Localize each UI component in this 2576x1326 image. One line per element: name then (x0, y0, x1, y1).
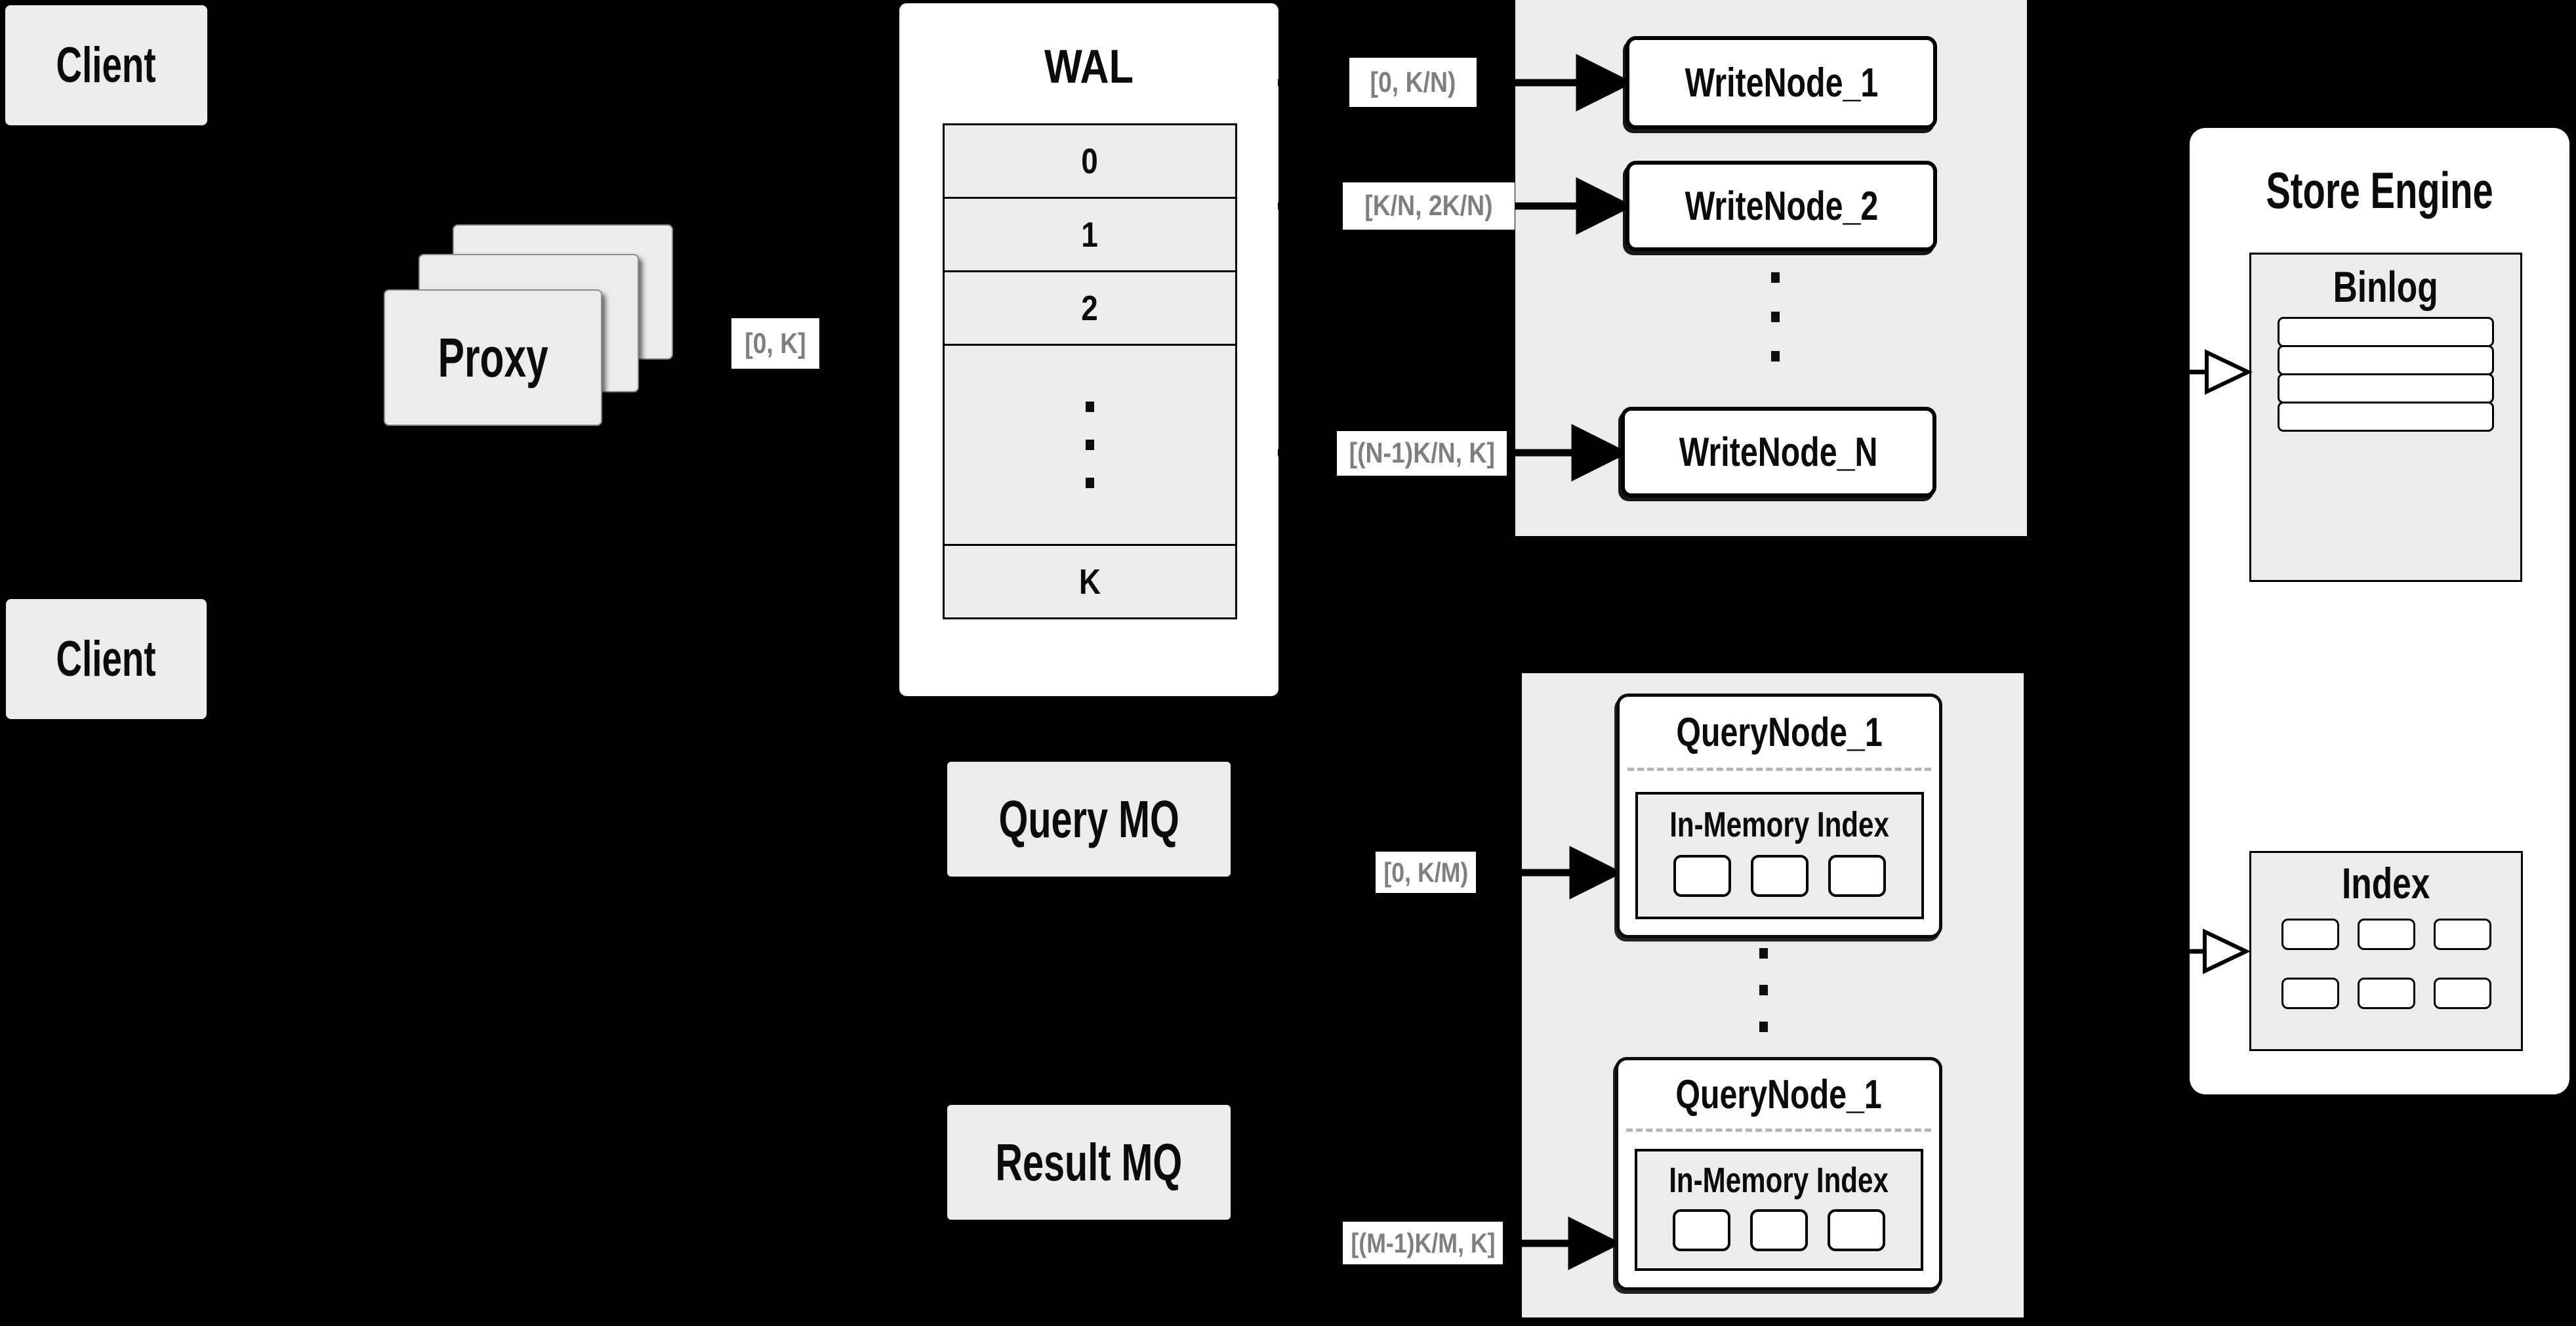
write-range-1-label: [0, K/N) (1370, 66, 1456, 98)
wal-row-2-label: 2 (1081, 288, 1099, 328)
inmemory-index-2-title-row: In-Memory Index (1637, 1151, 1921, 1209)
memory-segment (1750, 855, 1809, 897)
ellipsis-dot (1771, 272, 1780, 283)
write-node-2-label: WriteNode_2 (1685, 183, 1878, 229)
inmemory-index-1-box: In-Memory Index (1635, 792, 1924, 919)
ellipsis-dot (1086, 402, 1094, 412)
write-range-n-label: [(N‑1)K/N, K] (1349, 437, 1495, 469)
binlog-row (2278, 317, 2494, 347)
query-range-1-box: [0, K/M) (1376, 852, 1476, 893)
query-node-ellipsis (1759, 948, 1768, 1032)
write-range-2-box: [K/N, 2K/N) (1343, 182, 1515, 230)
write-node-ellipsis (1771, 272, 1780, 362)
inmemory-index-2-cells (1637, 1209, 1921, 1251)
write-node-1-box: WriteNode_1 (1625, 36, 1937, 129)
wal-row-k: K (943, 544, 1237, 619)
write-node-n-box: WriteNode_N (1621, 407, 1936, 497)
wal-shard-table: 0 1 2 K (943, 123, 1237, 619)
index-cell-row (2251, 978, 2521, 1009)
proxy-label: Proxy (438, 326, 548, 388)
query-node-1-label: QueryNode_1 (1676, 709, 1883, 755)
index-segment (2281, 919, 2339, 950)
wal-title: WAL (1044, 41, 1134, 93)
index-cell-row (2251, 919, 2521, 950)
write-range-1-box: [0, K/N) (1349, 58, 1477, 107)
query-node-1-box: QueryNode_1 In-Memory Index (1616, 694, 1942, 938)
index-box: Index (2249, 851, 2523, 1051)
binlog-row (2278, 345, 2494, 375)
proxy-range-label-box: [0, K] (731, 318, 819, 369)
result-mq-box: Result MQ (947, 1105, 1231, 1220)
index-title: Index (2342, 859, 2430, 907)
wal-box: WAL 0 1 2 K (897, 1, 1280, 698)
write-range-n-box: [(N‑1)K/N, K] (1337, 431, 1507, 476)
binlog-row (2278, 402, 2494, 432)
query-node-2-label: QueryNode_1 (1675, 1071, 1882, 1117)
query-mq-label: Query MQ (998, 789, 1179, 848)
memory-segment (1672, 1209, 1730, 1251)
ellipsis-dot (1759, 1022, 1768, 1032)
ellipsis-dot (1759, 985, 1768, 995)
inmemory-index-1-label: In-Memory Index (1669, 805, 1889, 844)
memory-segment (1827, 1209, 1885, 1251)
binlog-box: Binlog (2249, 253, 2522, 582)
inmemory-index-1-cells (1638, 855, 1921, 897)
index-segment (2357, 978, 2415, 1009)
client-box-bottom: Client (6, 599, 207, 719)
binlog-row (2278, 373, 2494, 404)
query-mq-box: Query MQ (947, 762, 1231, 877)
client-top-label: Client (56, 37, 157, 93)
memory-segment (1828, 855, 1886, 897)
result-mq-label: Result MQ (995, 1132, 1183, 1191)
store-engine-box: Store Engine Binlog Index (2190, 128, 2569, 1094)
ellipsis-dot (1759, 948, 1768, 959)
query-node-1-divider (1627, 768, 1931, 771)
inmemory-index-2-label: In-Memory Index (1669, 1161, 1889, 1200)
index-segment (2433, 978, 2491, 1009)
query-node-2-divider (1626, 1129, 1931, 1132)
wal-row-ellipsis (943, 344, 1237, 546)
query-range-2-box: [(M‑1)K/M, K] (1343, 1222, 1503, 1264)
wal-row-0: 0 (943, 123, 1237, 199)
write-range-2-label: [K/N, 2K/N) (1364, 190, 1493, 222)
proxy-box: Proxy (384, 289, 602, 426)
query-node-2-box: QueryNode_1 In-Memory Index (1615, 1057, 1942, 1291)
store-engine-title: Store Engine (2266, 161, 2493, 219)
index-segment (2281, 978, 2339, 1009)
wal-row-0-label: 0 (1081, 141, 1099, 181)
inmemory-index-2-box: In-Memory Index (1634, 1149, 1923, 1271)
client-box-top: Client (5, 5, 207, 125)
store-engine-title-row: Store Engine (2190, 157, 2569, 223)
query-node-2-title-row: QueryNode_1 (1618, 1060, 1939, 1129)
ellipsis-dot (1771, 351, 1780, 362)
wal-title-row: WAL (899, 37, 1278, 96)
query-range-1-label: [0, K/M) (1383, 856, 1468, 888)
ellipsis-dot (1771, 312, 1780, 322)
ellipsis-dot (1086, 478, 1094, 488)
write-node-2-box: WriteNode_2 (1625, 161, 1937, 251)
wal-row-2: 2 (943, 270, 1237, 346)
binlog-rows (2251, 317, 2520, 432)
wal-row-k-label: K (1078, 562, 1101, 602)
query-node-1-title-row: QueryNode_1 (1620, 697, 1939, 768)
wal-row-1: 1 (943, 197, 1237, 272)
binlog-title: Binlog (2333, 262, 2439, 311)
proxy-range-label: [0, K] (745, 327, 806, 360)
query-range-2-label: [(M‑1)K/M, K] (1350, 1227, 1496, 1258)
write-node-1-label: WriteNode_1 (1685, 60, 1878, 106)
wal-row-1-label: 1 (1081, 215, 1099, 255)
index-segment (2357, 919, 2415, 950)
index-segment (2433, 919, 2491, 950)
client-bottom-label: Client (56, 631, 157, 687)
write-node-n-label: WriteNode_N (1679, 429, 1878, 475)
memory-segment (1673, 855, 1731, 897)
ellipsis-dot (1086, 440, 1094, 450)
memory-segment (1749, 1209, 1808, 1251)
inmemory-index-1-title-row: In-Memory Index (1638, 795, 1921, 855)
binlog-title-row: Binlog (2251, 255, 2520, 319)
index-title-row: Index (2251, 853, 2521, 913)
